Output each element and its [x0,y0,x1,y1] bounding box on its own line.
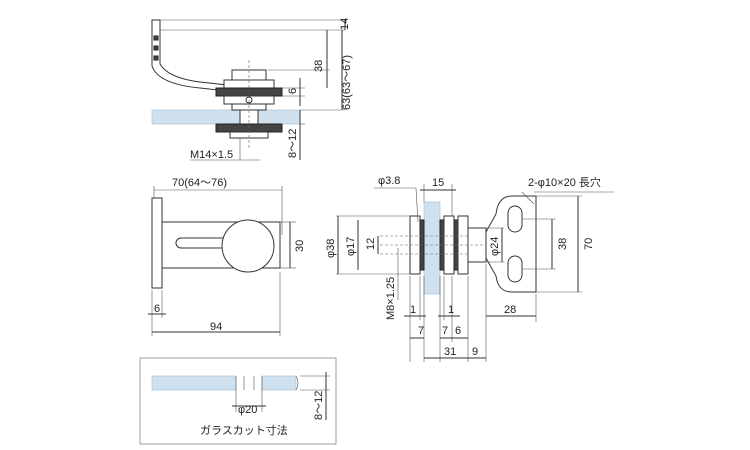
dim-15: 15 [432,177,444,189]
bracket-hole-1 [153,35,159,41]
glass-left [151,375,237,391]
dim-12: 12 [365,238,377,250]
dim-14: 14 [339,18,351,30]
glass-right [261,375,297,391]
dim-94: 94 [210,321,222,333]
bracket-arm [151,19,237,93]
dim-9: 9 [472,346,478,358]
dim-phi3-8: φ3.8 [378,175,400,187]
front-view: 70(64～76) 30 6 94 [148,177,306,336]
dim-m14: M14×1.5 [190,149,233,161]
dim-phi17: φ17 [345,237,357,256]
dim-28: 28 [504,304,516,316]
dim-63: 63(63～67) [341,55,353,110]
dim-8-12: 8～12 [287,129,299,158]
glass-panel-section [423,201,441,295]
glass-cut-box: φ20 8～12 ガラスカット寸法 [139,357,337,445]
dim-6-sec: 6 [455,325,461,337]
section-view: φ38 φ17 12 M8×1.25 φ3.8 15 φ24 1 1 7 [325,175,614,362]
dim-1-left: 1 [410,304,416,316]
dim-31: 31 [444,346,456,358]
slot-upper [507,205,523,233]
dim-70: 70(64～76) [172,177,227,189]
dim-phi24: φ24 [489,237,501,256]
dim-6-mid: 6 [154,303,160,315]
glass-panel-top [151,109,301,125]
slot-lower [507,255,523,283]
dim-7-left: 7 [418,325,424,337]
dim-6: 6 [287,88,299,94]
top-elevation-view: 14 38 63(63～67) 6 8～12 M14×1.5 [151,18,353,161]
dim-38: 38 [313,60,325,72]
bracket-hole-2 [153,45,159,51]
dim-slot: 2-φ10×20 長穴 [528,175,601,189]
dim-phi38: φ38 [325,239,337,258]
cut-caption: ガラスカット寸法 [200,423,288,437]
dim-30: 30 [294,240,306,252]
dim-7-right: 7 [442,325,448,337]
dim-m8: M8×1.25 [385,277,397,320]
dim-cut-8-12: 8～12 [313,391,325,420]
hinge-disc [221,219,275,273]
mount-plate [151,197,163,289]
dim-38-right: 38 [557,238,569,250]
cut-frame [139,357,337,445]
dim-cut-phi20: φ20 [238,404,257,416]
bracket-hole-3 [153,55,159,61]
dim-70-right: 70 [583,238,595,250]
dim-1-right: 1 [448,304,454,316]
